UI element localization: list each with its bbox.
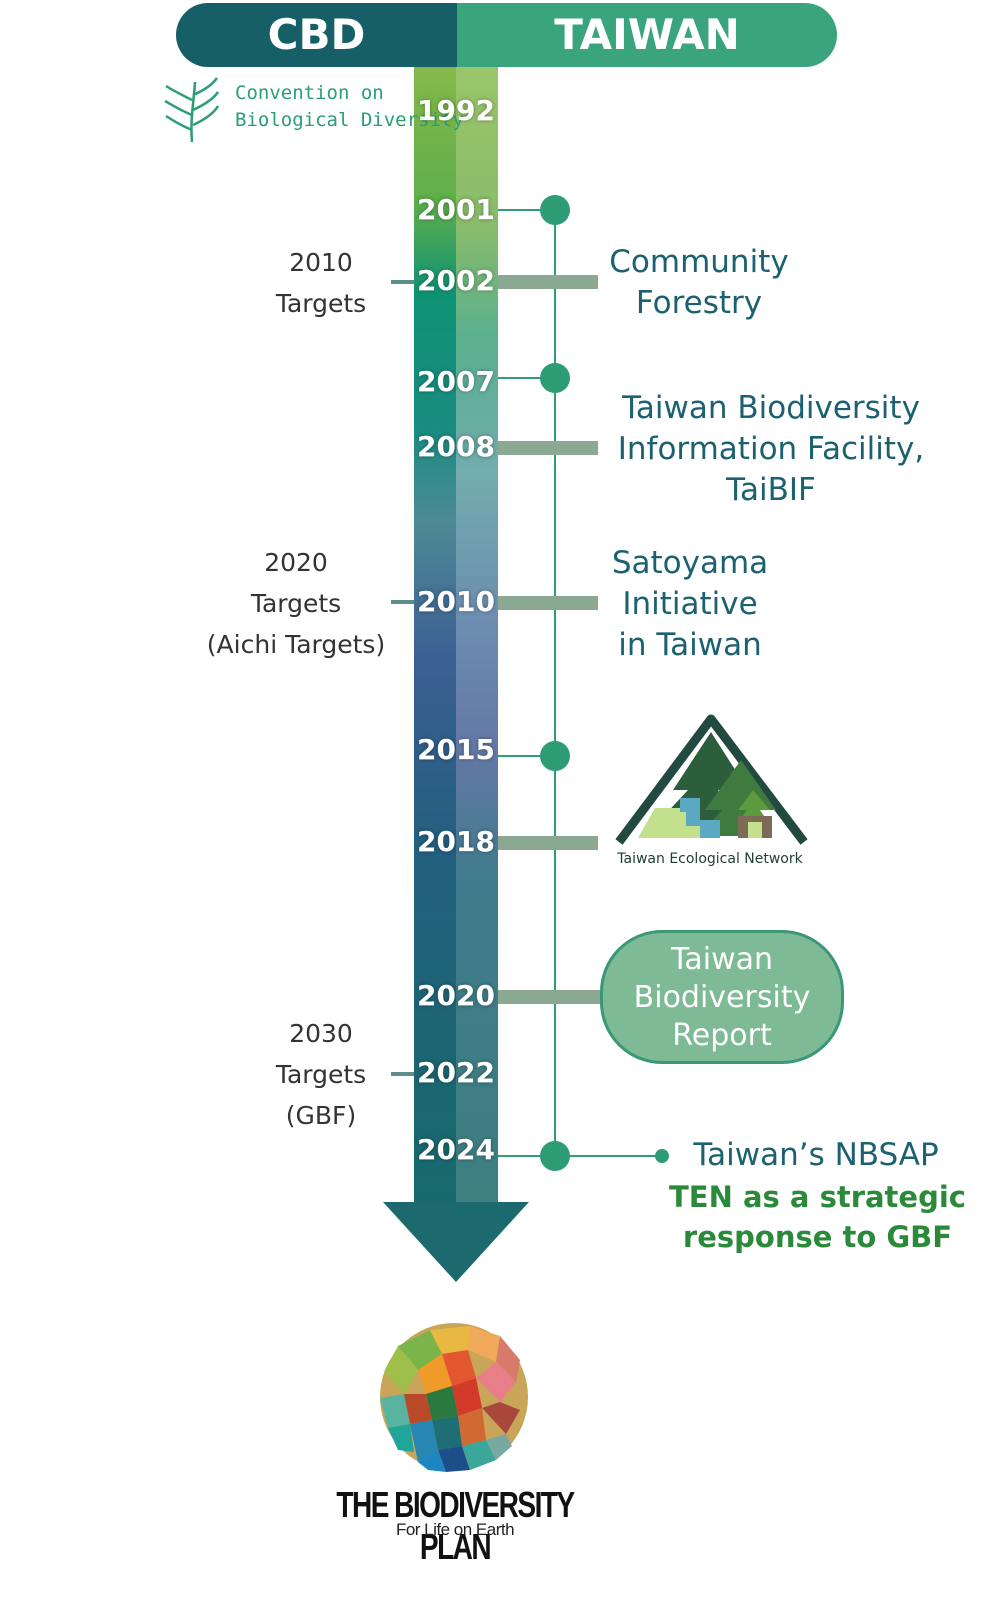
bar-2008 xyxy=(498,441,598,455)
targets-2030-note: (GBF) xyxy=(285,1101,357,1130)
taibif: Taiwan Biodiversity Information Facility… xyxy=(606,388,936,511)
taibif-line1: Taiwan Biodiversity xyxy=(622,390,920,426)
biodiversity-plan-subtitle: For Life on Earth xyxy=(395,1520,515,1539)
report-line3: Report xyxy=(672,1018,772,1053)
dot-2015 xyxy=(540,741,570,771)
dot-2024 xyxy=(540,1141,570,1171)
year-2018: 2018 xyxy=(417,825,495,858)
year-1992: 1992 xyxy=(417,94,495,127)
targets-2010-year: 2010 xyxy=(289,248,353,277)
tick-2010-targets xyxy=(391,280,414,284)
targets-2020-note: (Aichi Targets) xyxy=(206,630,386,659)
bar-2010 xyxy=(498,596,598,610)
satoyama-line1: Satoyama xyxy=(611,545,769,581)
cbd-logo-line2: Biological Diversity xyxy=(235,109,464,131)
biodiversity-report-badge: Taiwan Biodiversity Report xyxy=(600,930,844,1064)
targets-2030-year: 2030 xyxy=(289,1019,353,1048)
taiwan-column xyxy=(456,67,498,1202)
taiwan-nbsap: Taiwan’s NBSAP xyxy=(693,1137,939,1173)
year-2002: 2002 xyxy=(417,264,495,297)
bar-2002 xyxy=(498,275,598,289)
satoyama-line2: Initiative xyxy=(622,586,758,622)
community-forestry-line1: Community xyxy=(609,244,789,280)
satoyama-initiative: Satoyama Initiative in Taiwan xyxy=(600,543,780,666)
biodiversity-plan-title: THE BIODIVERSITY PLAN xyxy=(336,1484,575,1567)
cbd-header: CBD xyxy=(176,3,457,67)
cbd-logo-line1: Convention on xyxy=(235,82,384,104)
year-2020: 2020 xyxy=(417,979,495,1012)
targets-2020-label: Targets xyxy=(250,589,342,618)
year-2024: 2024 xyxy=(417,1133,495,1166)
taibif-line2: Information Facility, xyxy=(617,431,925,467)
targets-2020: 2020 Targets (Aichi Targets) xyxy=(196,542,396,665)
targets-2010: 2010 Targets xyxy=(260,242,382,324)
ten-logo-icon xyxy=(615,714,808,845)
ten-logo-label: Taiwan Ecological Network xyxy=(617,851,803,867)
report-line2: Biodiversity xyxy=(633,980,811,1015)
targets-2020-year: 2020 xyxy=(264,548,328,577)
satoyama-line3: in Taiwan xyxy=(618,627,762,663)
strategy-line2: response to GBF xyxy=(682,1220,953,1254)
taiwan-header: TAIWAN xyxy=(457,3,837,67)
strategy-line1: TEN as a strategic xyxy=(669,1180,966,1214)
dot-2007 xyxy=(540,363,570,393)
cbd-leaf-icon xyxy=(164,77,220,143)
year-2001: 2001 xyxy=(417,193,495,226)
year-2015: 2015 xyxy=(417,733,495,766)
tick-2030-targets xyxy=(391,1072,414,1076)
bar-2018 xyxy=(498,836,598,850)
year-2010: 2010 xyxy=(417,585,495,618)
year-2022: 2022 xyxy=(417,1056,495,1089)
year-2008: 2008 xyxy=(417,430,495,463)
ten-strategic-response: TEN as a strategic response to GBF xyxy=(660,1177,975,1257)
year-2007: 2007 xyxy=(417,365,495,398)
bar-2020 xyxy=(498,990,600,1004)
tick-2020-targets xyxy=(391,600,414,604)
arrow-head xyxy=(383,1202,529,1282)
targets-2010-label: Targets xyxy=(275,289,367,318)
dot-2001 xyxy=(540,195,570,225)
biodiversity-plan-globe-icon xyxy=(380,1323,528,1472)
targets-2030-label: Targets xyxy=(275,1060,367,1089)
report-line1: Taiwan xyxy=(670,942,773,977)
community-forestry: Community Forestry xyxy=(598,242,800,324)
taibif-line3: TaiBIF xyxy=(726,472,816,508)
cbd-column xyxy=(414,67,456,1202)
community-forestry-line2: Forestry xyxy=(635,285,763,321)
dot-nbsap xyxy=(655,1149,669,1163)
targets-2030: 2030 Targets (GBF) xyxy=(260,1013,382,1136)
